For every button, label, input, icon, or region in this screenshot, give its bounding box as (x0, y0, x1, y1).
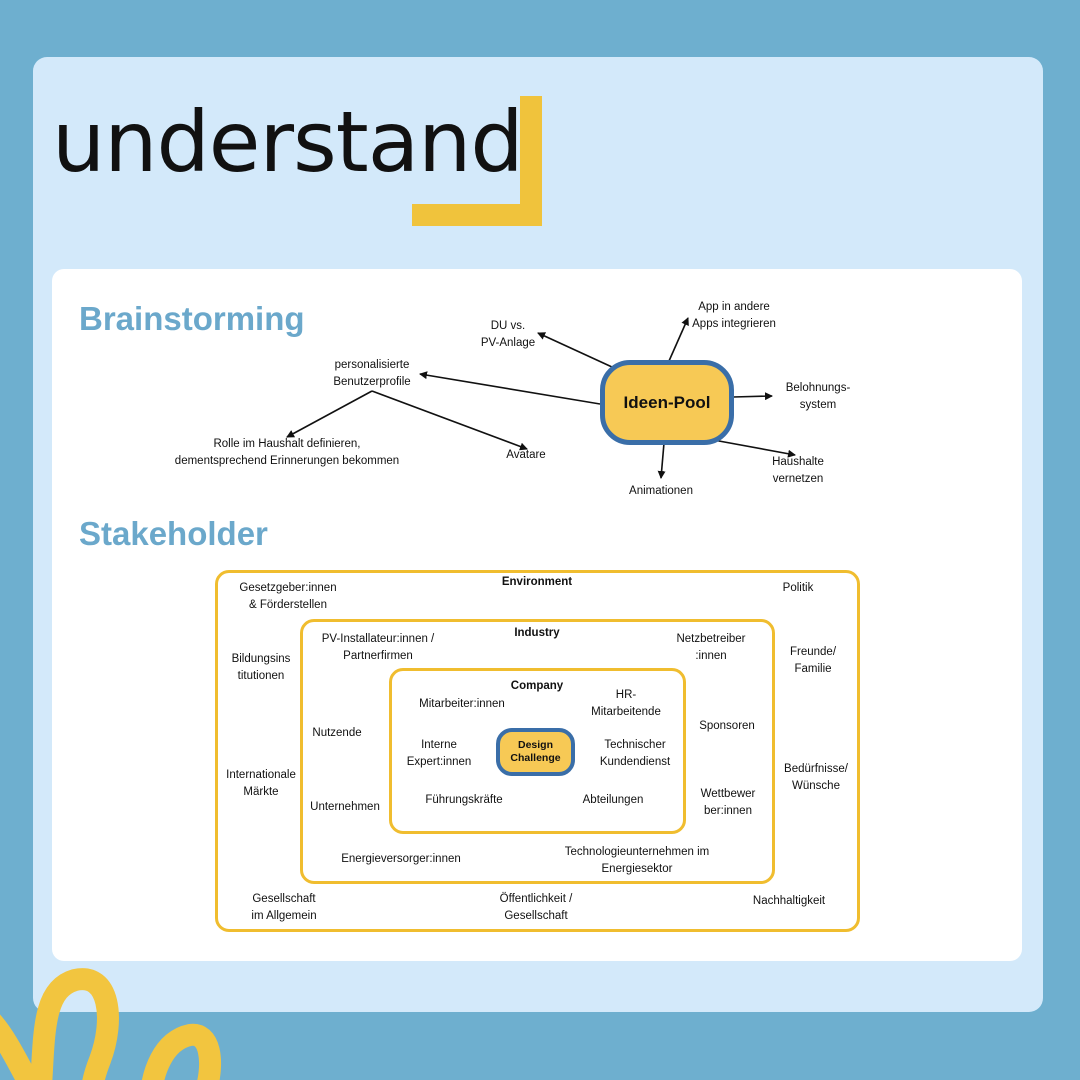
node-rewards: Belohnungs- system (785, 382, 851, 411)
stakeholder-education: Bildungsins titutionen (231, 653, 291, 682)
stakeholder-society: Gesellschaft im Allgemein (251, 893, 317, 922)
design-challenge-node: Design Challenge (496, 728, 575, 776)
industry-box (300, 619, 775, 884)
stakeholder-needs: Bedürfnisse/ Wünsche (784, 763, 848, 792)
stakeholder-public: Öffentlichkeit / Gesellschaft (499, 893, 573, 922)
stakeholder-heading: Stakeholder (79, 515, 268, 552)
stakeholder-internal-experts: Interne Expert:innen (406, 739, 472, 768)
content-card (52, 269, 1022, 961)
node-personalized-profiles: personalisierte Benutzerprofile (333, 359, 411, 388)
stakeholder-tech-support: Technischer Kundendienst (599, 739, 671, 768)
company-box (389, 668, 686, 834)
node-animations: Animationen (629, 485, 693, 497)
stakeholder-friends: Freunde/ Familie (789, 646, 837, 675)
node-du-vs-pv: DU vs. PV-Anlage (480, 320, 536, 349)
page-title: understand (52, 93, 524, 191)
stakeholder-installers: PV-Installateur:innen / Partnerfirmen (321, 633, 435, 662)
stakeholder-hr: HR- Mitarbeitende (591, 689, 661, 718)
environment-title: Environment (501, 576, 573, 588)
environment-box (215, 570, 860, 932)
stakeholder-markets: Internationale Märkte (226, 769, 296, 798)
node-household-role: Rolle im Haushalt definieren, dementspre… (174, 438, 400, 467)
stakeholder-departments: Abteilungen (582, 794, 644, 806)
stakeholder-sustainability: Nachhaltigkeit (752, 895, 826, 907)
company-title: Company (510, 680, 564, 692)
brainstorming-heading: Brainstorming (79, 300, 305, 337)
corner-bracket-decoration (412, 96, 542, 226)
industry-title: Industry (514, 627, 560, 639)
stakeholder-users: Nutzende (312, 727, 362, 739)
ideen-pool-node: Ideen-Pool (600, 360, 734, 445)
node-connect-households: Haushalte vernetzen (772, 456, 824, 485)
node-app-integrate: App in andere Apps integrieren (692, 301, 776, 330)
stakeholder-sponsors: Sponsoren (699, 720, 755, 732)
ideen-pool-label: Ideen-Pool (623, 392, 711, 412)
stakeholder-tech-companies: Technologieunternehmen im Energiesektor (564, 846, 710, 875)
stakeholder-politics: Politik (782, 582, 814, 594)
stakeholder-employees: Mitarbeiter:innen (419, 698, 505, 710)
node-avatars: Avatare (506, 449, 546, 461)
design-challenge-label: Design Challenge (510, 739, 561, 764)
stakeholder-grid-operators: Netzbetreiber :innen (676, 633, 746, 662)
stakeholder-leaders: Führungskräfte (425, 794, 503, 806)
stakeholder-companies: Unternehmen (310, 801, 380, 813)
stakeholder-energy-suppliers: Energieversorger:innen (341, 853, 461, 865)
stakeholder-competitors: Wettbewer ber:innen (700, 788, 756, 817)
stakeholder-legislators: Gesetzgeber:innen & Förderstellen (239, 582, 337, 611)
